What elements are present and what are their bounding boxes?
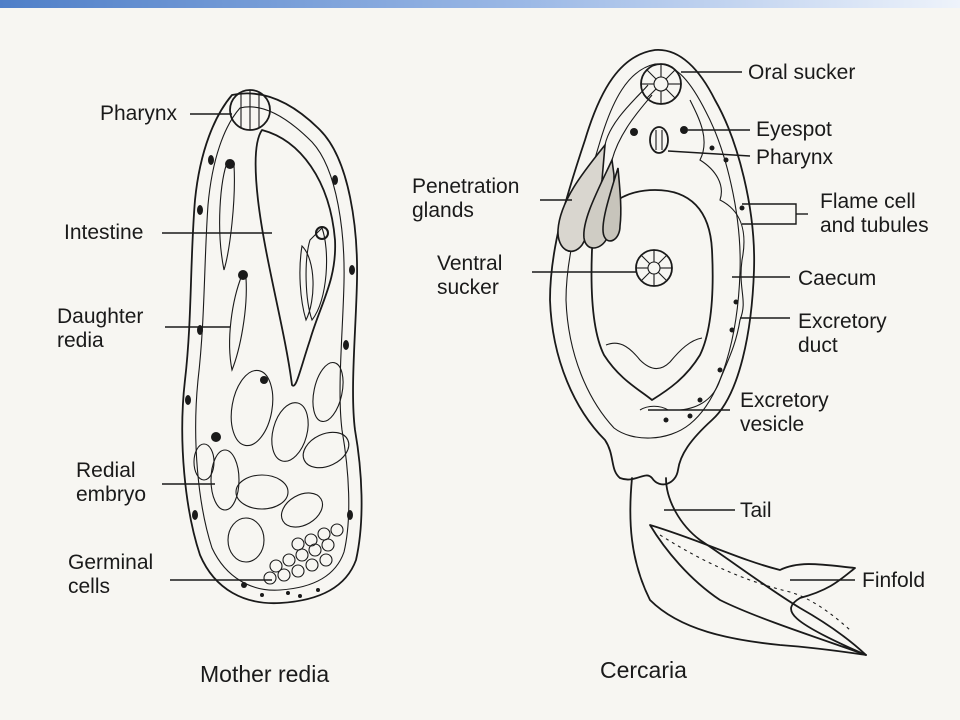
- oral-sucker: [640, 63, 682, 105]
- label-redia-pharynx: Pharynx: [100, 102, 178, 125]
- eyespot-left: [630, 128, 638, 136]
- redia-intestine: [254, 129, 336, 387]
- label-oral-sucker: Oral sucker: [748, 61, 856, 84]
- cercaria-figure: [532, 49, 867, 656]
- redial-embryos: [193, 361, 350, 563]
- ventral-sucker: [635, 249, 673, 287]
- mother-redia-figure: [162, 89, 363, 605]
- label-excretory-vesicle: Excretory vesicle: [740, 389, 829, 436]
- caption-cercaria: Cercaria: [600, 657, 687, 683]
- caption-mother-redia: Mother redia: [200, 661, 330, 687]
- top-accent-bar: [0, 0, 960, 8]
- label-excretory-duct: Excretory duct: [798, 310, 887, 357]
- cercaria-caecum: [590, 189, 714, 401]
- cercaria-excretory-vesicle: [639, 405, 669, 411]
- label-eyespot: Eyespot: [756, 118, 832, 141]
- label-flame-cell: Flame cell and tubules: [820, 190, 929, 237]
- penetration-glands: [557, 84, 653, 253]
- label-penetration-glands: Penetration glands: [412, 175, 520, 222]
- redia-body-outer: [181, 92, 363, 605]
- label-germinal-cells: Germinal cells: [68, 551, 154, 598]
- diagram-drawing: [162, 49, 867, 656]
- label-ventral-sucker: Ventral sucker: [437, 252, 503, 299]
- cercaria-pharynx: [649, 126, 669, 154]
- excretory-tubules: [679, 99, 745, 411]
- cercaria-finfold: [649, 524, 867, 656]
- label-finfold: Finfold: [862, 569, 926, 592]
- body-wall-nuclei: [185, 155, 355, 598]
- germinal-cells: [263, 523, 344, 585]
- label-redial-embryo: Redial embryo: [76, 459, 147, 506]
- daughter-rediae: [219, 159, 329, 372]
- diagram-area: Pharynx Intestine Daughter redia Redial …: [0, 8, 960, 720]
- label-intestine: Intestine: [64, 221, 144, 244]
- label-caecum: Caecum: [798, 267, 877, 290]
- flame-cells: [663, 145, 745, 423]
- cercaria-body-outer: [549, 49, 756, 486]
- redia-body-inner: [195, 106, 350, 591]
- label-cercaria-pharynx: Pharynx: [756, 146, 834, 169]
- eyespot-right: [680, 126, 688, 134]
- label-daughter-redia: Daughter redia: [57, 305, 144, 352]
- label-tail: Tail: [740, 499, 772, 522]
